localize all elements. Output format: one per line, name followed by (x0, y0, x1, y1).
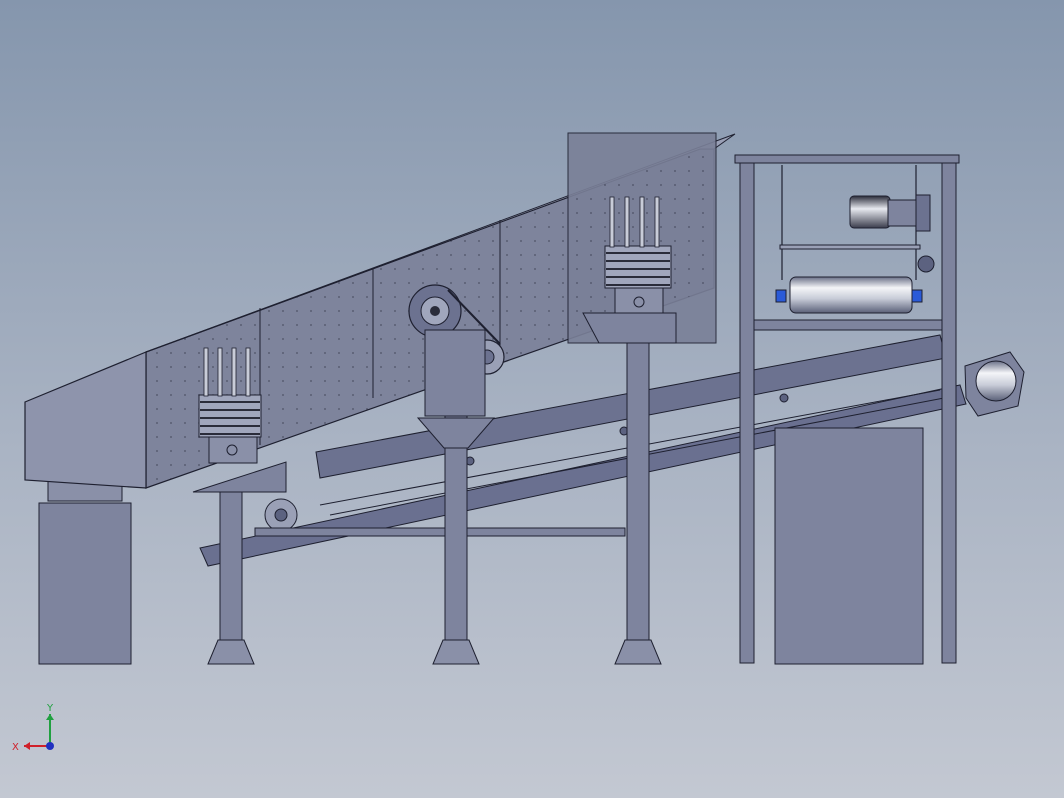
spring-support-right[interactable] (582, 196, 677, 344)
axis-x-label: X (12, 742, 19, 753)
support-column-1[interactable] (207, 491, 255, 665)
support-column-2[interactable] (416, 415, 496, 665)
axis-y-arrow-icon (46, 714, 54, 720)
spring-support-left[interactable] (192, 347, 287, 493)
support-column-3[interactable] (614, 342, 662, 665)
axis-y-label: Y (46, 703, 54, 714)
magnetic-separator-frame[interactable] (734, 154, 960, 665)
axis-z-dot (46, 742, 54, 750)
axis-x-arrow-icon (24, 742, 30, 750)
drive-motor[interactable] (849, 194, 931, 232)
axis-triad: X Y (12, 703, 54, 753)
left-hopper-block[interactable] (38, 478, 132, 665)
vibrator-motor[interactable] (408, 284, 505, 417)
magnetic-drum[interactable] (775, 255, 935, 314)
conveyor-drive-pulley[interactable] (964, 351, 1025, 417)
